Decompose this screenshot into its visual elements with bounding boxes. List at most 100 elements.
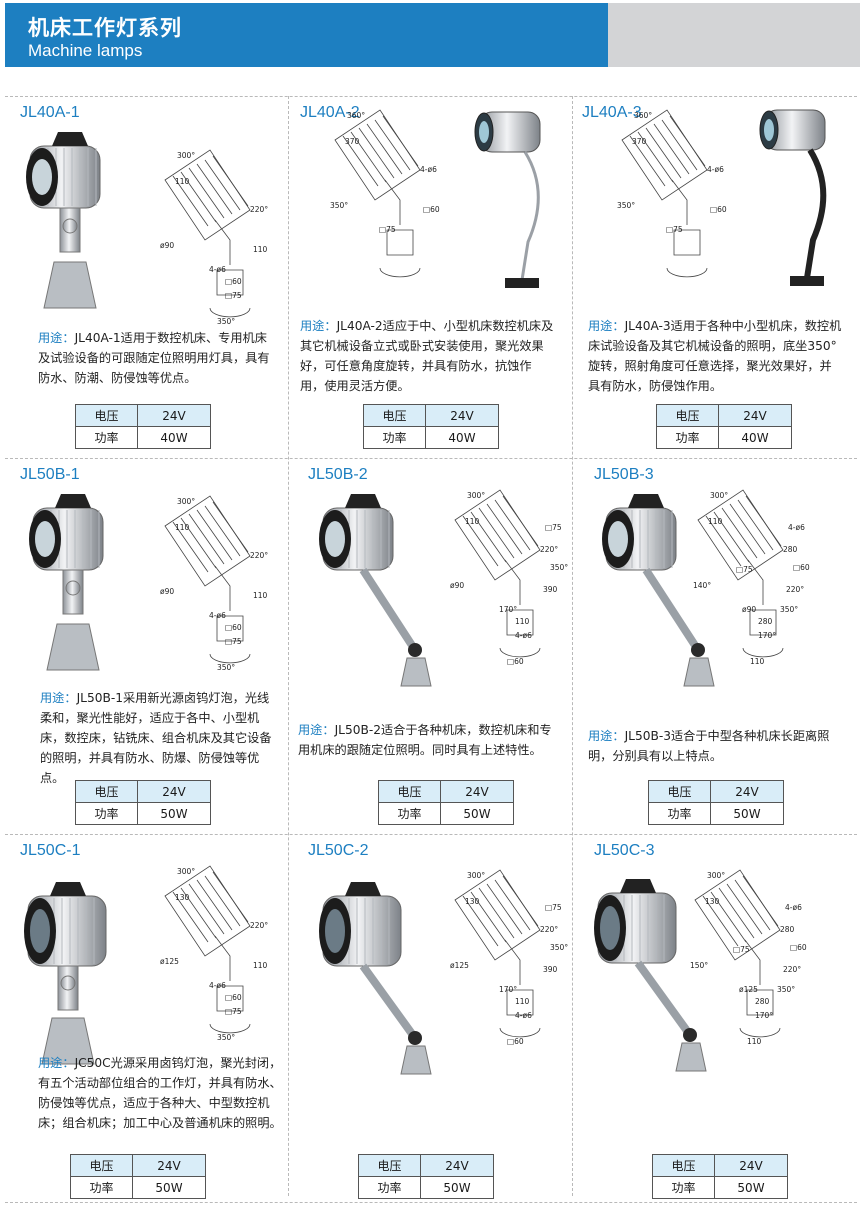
- dimension-label: 220°: [250, 205, 268, 214]
- usage-label: 用途：: [38, 331, 75, 345]
- lamp-photo: [602, 494, 715, 687]
- spec-value: 24V: [132, 1154, 206, 1177]
- usage-description: 用途：JL40A-1适用于数控机床、专用机床及试验设备的可跟随定位照明用灯具，具…: [38, 328, 278, 388]
- usage-label: 用途：: [300, 319, 337, 333]
- dimension-label: 110: [253, 961, 268, 970]
- dimension-label: □60: [507, 1037, 524, 1046]
- spec-key: 功率: [648, 802, 711, 825]
- dimension-label: 170°: [499, 605, 517, 614]
- dimension-drawing: 300°130280150°220°ø125280170°1104-ø6□60□…: [690, 869, 807, 1046]
- lamp-photo: [26, 132, 101, 309]
- dimension-label: 110: [465, 517, 480, 526]
- dimension-label: □60: [423, 205, 440, 214]
- dimension-label: □60: [710, 205, 727, 214]
- dimension-label: 4-ø6: [788, 523, 805, 532]
- dimension-label: 220°: [250, 551, 268, 560]
- dimension-label: 350°: [550, 563, 568, 572]
- dimension-label: 130: [705, 897, 720, 906]
- dimension-label: 300°: [177, 497, 195, 506]
- dimension-label: 220°: [786, 585, 804, 594]
- dimension-label: 370: [345, 137, 360, 146]
- dimension-label: □75: [733, 945, 750, 954]
- row-divider: [5, 96, 857, 97]
- spec-key: 电压: [656, 404, 719, 427]
- spec-key: 电压: [358, 1154, 421, 1177]
- dimension-label: 390: [543, 585, 558, 594]
- usage-description: 用途：JL50B-2适合于各种机床，数控机床和专用机床的跟随定位照明。同时具有上…: [298, 720, 560, 760]
- usage-text: JL50B-1采用新光源卤钨灯泡，光线柔和，聚光性能好，适应于各中、小型机床，数…: [40, 691, 272, 785]
- dimension-label: 130: [465, 897, 480, 906]
- dimension-label: 220°: [783, 965, 801, 974]
- dimension-label: 300°: [467, 871, 485, 880]
- spec-key: 功率: [363, 426, 426, 449]
- spec-value: 24V: [718, 404, 792, 427]
- dimension-label: 4-ø6: [209, 265, 226, 274]
- dimension-label: 220°: [540, 925, 558, 934]
- spec-value: 40W: [718, 426, 792, 449]
- usage-label: 用途：: [588, 729, 625, 743]
- dimension-label: 4-ø6: [785, 903, 802, 912]
- dimension-label: 4-ø6: [515, 1011, 532, 1020]
- spec-value: 24V: [137, 780, 211, 803]
- dimension-label: 300°: [177, 151, 195, 160]
- lamp-photo: [594, 879, 707, 1072]
- dimension-label: 110: [515, 997, 530, 1006]
- usage-label: 用途：: [40, 691, 77, 705]
- dimension-label: 4-ø6: [209, 611, 226, 620]
- model-name: JL50B-3: [594, 466, 654, 483]
- dimension-label: □60: [225, 993, 242, 1002]
- dimension-label: □75: [379, 225, 396, 234]
- usage-text: JL40A-2适应于中、小型机床数控机床及其它机械设备立式或卧式安装使用，聚光效…: [300, 319, 554, 393]
- dimension-label: 280: [783, 545, 798, 554]
- lamp-photo: [319, 494, 432, 687]
- model-name: JL40A-2: [300, 104, 360, 121]
- lamp-photo: [319, 882, 432, 1075]
- spec-value: 50W: [714, 1176, 788, 1199]
- dimension-label: □60: [790, 943, 807, 952]
- spec-value: 50W: [420, 1176, 494, 1199]
- lamp-photo: [759, 109, 827, 286]
- usage-description: 用途：JL50B-3适合于中型各种机床长距离照明，分别具有以上特点。: [588, 726, 838, 766]
- usage-label: 用途：: [298, 723, 335, 737]
- dimension-label: □60: [225, 277, 242, 286]
- dimension-label: 4-ø6: [209, 981, 226, 990]
- dimension-label: 110: [750, 657, 765, 666]
- dimension-label: 350°: [330, 201, 348, 210]
- spec-value: 50W: [440, 802, 514, 825]
- spec-key: 电压: [363, 404, 426, 427]
- page-title: 机床工作灯系列: [28, 16, 182, 40]
- dimension-label: 350°: [780, 605, 798, 614]
- spec-key: 功率: [656, 426, 719, 449]
- dimension-label: 350°: [777, 985, 795, 994]
- dimension-label: 350°: [550, 943, 568, 952]
- dimension-label: 280: [758, 617, 773, 626]
- dimension-label: 280: [755, 997, 770, 1006]
- dimension-label: ø90: [160, 587, 174, 596]
- title-banner-gray-block: [608, 3, 860, 67]
- spec-key: 电压: [75, 780, 138, 803]
- dimension-label: 350°: [217, 1033, 235, 1042]
- usage-text: JC50C光源采用卤钨灯泡，聚光封闭，有五个活动部位组合的工作灯，并具有防水、防…: [38, 1056, 282, 1130]
- dimension-label: □60: [225, 623, 242, 632]
- dimension-label: 140°: [693, 581, 711, 590]
- usage-text: JL40A-1适用于数控机床、专用机床及试验设备的可跟随定位照明用灯具，具有防水…: [38, 331, 270, 385]
- usage-description: 用途：JL40A-3适用于各种中小型机床，数控机床试验设备及其它机械设备的照明，…: [588, 316, 843, 396]
- model-name: JL50C-3: [594, 842, 655, 859]
